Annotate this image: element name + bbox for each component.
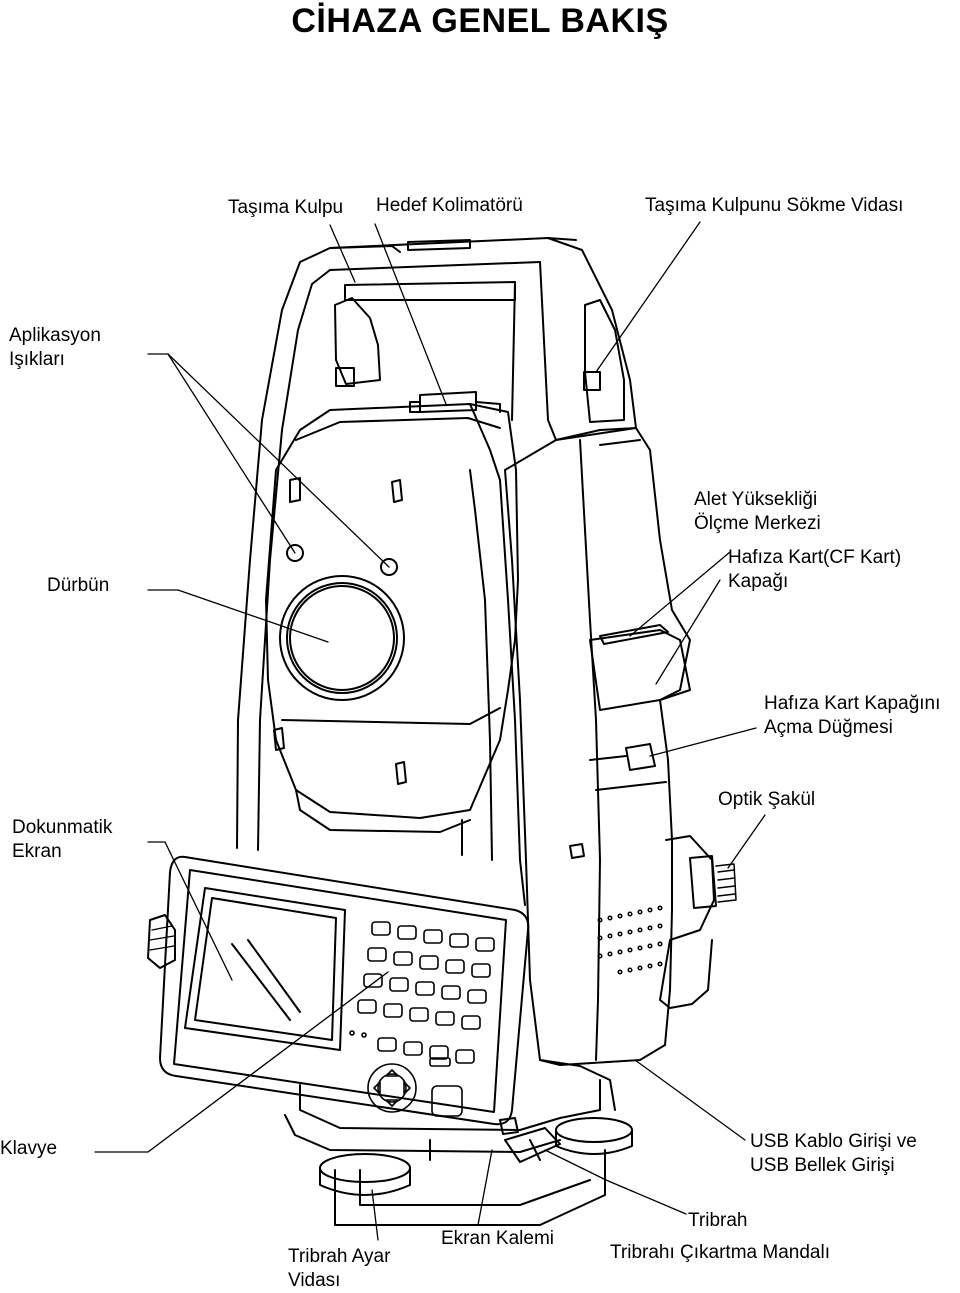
- telescope-housing: [265, 403, 519, 819]
- screen-outline: [184, 887, 346, 1051]
- label-cf-cover: Hafıza Kart(CF Kart) Kapağı: [728, 546, 901, 594]
- label-cf-cover-line1: Hafıza Kart(CF Kart): [728, 547, 902, 568]
- label-tribrach-screw-line2: Vidası: [288, 1270, 341, 1291]
- label-usb-line2: USB Bellek Girişi: [750, 1155, 895, 1176]
- label-usb-line1: USB Kablo Girişi ve: [750, 1131, 917, 1152]
- label-height-mark-line2: Ölçme Merkezi: [694, 513, 821, 534]
- label-application-lights-line1: Aplikasyon: [9, 325, 101, 346]
- label-usb: USB Kablo Girişi ve USB Bellek Girişi: [750, 1130, 917, 1178]
- label-height-mark-line1: Alet Yüksekliği: [694, 489, 818, 510]
- label-handle-screw: Taşıma Kulpunu Sökme Vidası: [645, 195, 904, 216]
- label-tribrach-lever: Tribrahı Çıkartma Mandalı: [610, 1242, 830, 1263]
- label-application-lights-line2: Işıkları: [9, 349, 65, 370]
- label-optical-plummet: Optik Şakül: [718, 789, 816, 810]
- label-stylus: Ekran Kalemi: [441, 1228, 554, 1249]
- optical-plummet: [659, 835, 715, 1009]
- handle-bar: [329, 237, 577, 249]
- leader-lines: [94, 221, 766, 1241]
- label-carry-handle: Taşıma Kulpu: [228, 197, 344, 218]
- label-touch-screen: Dokunmatik Ekran: [12, 816, 112, 864]
- label-tribrach: Tribrah: [688, 1210, 748, 1231]
- right-standard: [547, 237, 637, 441]
- label-tribrach-screw-line1: Tribrah Ayar: [288, 1246, 391, 1267]
- label-cf-button-line2: Açma Düğmesi: [764, 717, 893, 738]
- page-title: CİHAZA GENEL BAKIŞ: [291, 2, 669, 40]
- label-target-collimator: Hedef Kolimatörü: [376, 195, 523, 216]
- label-tribrach-screw: Tribrah Ayar Vidası: [288, 1245, 390, 1293]
- label-cf-cover-line2: Kapağı: [728, 571, 789, 592]
- label-height-mark: Alet Yüksekliği Ölçme Merkezi: [694, 488, 821, 536]
- display-panel: [159, 855, 530, 1126]
- label-touch-screen-line2: Ekran: [12, 841, 62, 862]
- label-application-lights: Aplikasyon Işıkları: [9, 324, 101, 372]
- label-keyboard: Klavye: [0, 1138, 58, 1159]
- label-cf-button-line1: Hafıza Kart Kapağını: [764, 693, 941, 714]
- label-cf-button: Hafıza Kart Kapağını Açma Düğmesi: [764, 692, 940, 740]
- telescope-lens: [279, 575, 405, 701]
- label-telescope: Dürbün: [47, 575, 110, 596]
- side-panel: [504, 427, 691, 1066]
- label-touch-screen-line1: Dokunmatik: [12, 817, 113, 838]
- keypad: [349, 921, 495, 1117]
